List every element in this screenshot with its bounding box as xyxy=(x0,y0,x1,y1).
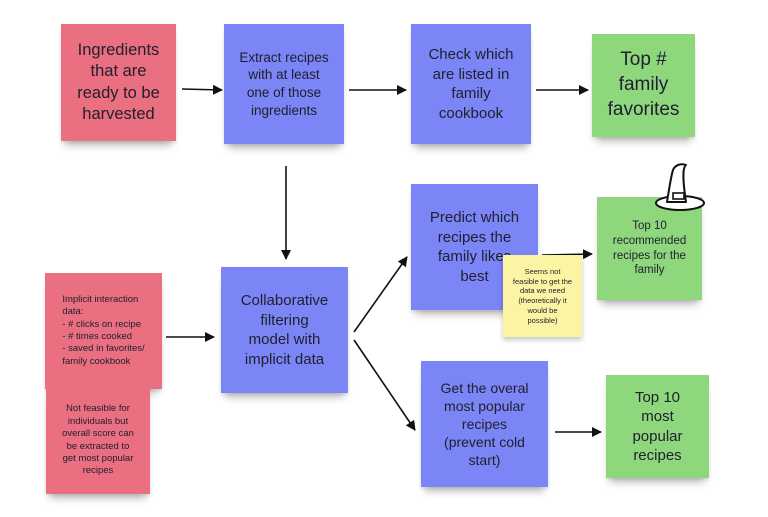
note-top10-popular-text: Top 10 most popular recipes xyxy=(632,388,683,465)
note-top-family-favorites[interactable]: Top # family favorites xyxy=(592,34,695,137)
note-ingredients-text: Ingredients that are ready to be harvest… xyxy=(77,40,160,123)
note-top10-recommended[interactable]: Top 10 recommended recipes for the famil… xyxy=(597,197,702,300)
note-not-feasible-individuals[interactable]: Not feasible for individuals but overall… xyxy=(46,387,150,494)
arrow-collaborative-to-popular xyxy=(353,339,416,431)
note-implicit-interaction-data[interactable]: Implicit interaction data: - # clicks on… xyxy=(45,273,162,389)
note-overall-popular-text: Get the overal most popular recipes (pre… xyxy=(440,379,529,469)
note-seems-not-feasible[interactable]: Seems not feasible to get the data we ne… xyxy=(503,255,582,337)
note-extract-recipes[interactable]: Extract recipes with at least one of tho… xyxy=(224,24,344,144)
note-seems-not-feasible-text: Seems not feasible to get the data we ne… xyxy=(512,266,573,325)
note-not-feasible-individuals-text: Not feasible for individuals but overall… xyxy=(62,403,134,477)
arrow-collaborative-to-predict xyxy=(353,256,408,333)
arrow-ingredients-to-extract xyxy=(181,84,223,95)
note-check-cookbook-text: Check which are listed in family cookboo… xyxy=(428,46,514,122)
note-top10-recommended-text: Top 10 recommended recipes for the famil… xyxy=(612,219,687,277)
note-overall-popular[interactable]: Get the overal most popular recipes (pre… xyxy=(421,361,548,487)
note-top-family-favorites-text: Top # family favorites xyxy=(607,49,680,120)
note-ingredients[interactable]: Ingredients that are ready to be harvest… xyxy=(61,24,176,141)
note-collaborative-filtering[interactable]: Collaborative filtering model with impli… xyxy=(221,267,348,393)
note-extract-recipes-text: Extract recipes with at least one of tho… xyxy=(239,49,329,118)
note-top10-popular[interactable]: Top 10 most popular recipes xyxy=(606,375,709,478)
note-check-cookbook[interactable]: Check which are listed in family cookboo… xyxy=(411,24,531,144)
witch-hat-icon xyxy=(655,163,705,211)
note-collaborative-filtering-text: Collaborative filtering model with impli… xyxy=(240,292,329,368)
note-implicit-interaction-data-text: Implicit interaction data: - # clicks on… xyxy=(62,293,145,367)
